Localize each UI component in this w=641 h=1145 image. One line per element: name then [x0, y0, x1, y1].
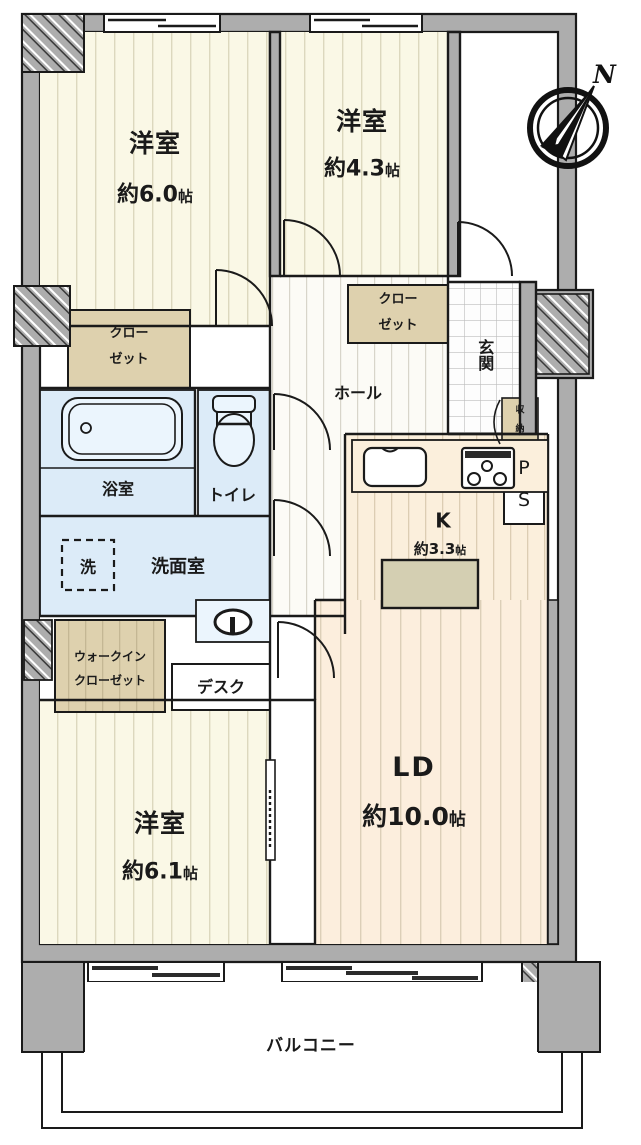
kitchen-sink-icon: [362, 446, 428, 488]
size-value: 約6.0: [117, 182, 178, 208]
closet-bedroom-nw: [67, 309, 191, 389]
door-living-dining: [277, 621, 335, 679]
windows-south: [87, 961, 483, 983]
compass-rose-icon: [527, 85, 609, 169]
label-balcony: バルコニー: [266, 1036, 356, 1057]
floor-bedroom-ne: [280, 32, 448, 276]
room-label-washroom: 洗面室: [151, 556, 205, 578]
label-walkin-closet-line1: ウォークイン: [73, 649, 147, 664]
room-label-bedroom-ne: 洋室: [335, 106, 389, 136]
room-label-living-dining: LD: [392, 751, 436, 783]
room-size-bedroom-nw: 約6.0帖: [117, 183, 193, 206]
room-label-bath: 浴室: [101, 479, 135, 499]
closet-hall: [347, 284, 449, 344]
label-desk: デスク: [196, 677, 246, 697]
floor-bedroom-nw: [40, 32, 270, 326]
door-bedroom-nw: [215, 269, 273, 327]
balcony-area: [21, 961, 601, 1129]
size-value: 約3.3: [413, 540, 456, 559]
room-size-bedroom-sw: 約6.1帖: [122, 860, 198, 883]
room-label-bedroom-sw: 洋室: [133, 808, 187, 838]
size-value: 約4.3: [324, 156, 385, 182]
compass-north-label: N: [593, 60, 616, 89]
room-label-toilet: トイレ: [207, 485, 257, 505]
room-label-bedroom-nw: 洋室: [128, 128, 182, 158]
bathtub-icon: [61, 397, 183, 461]
door-entrance-storage: [493, 399, 501, 445]
size-unit: 帖: [455, 544, 467, 558]
interior-walls: [40, 30, 550, 944]
size-unit: 帖: [177, 187, 193, 206]
door-toilet: [273, 499, 331, 557]
walk-in-closet: [54, 619, 166, 713]
label-entrance-storage-line1: 収: [515, 405, 525, 416]
size-value: 約10.0: [362, 801, 449, 831]
floor-bedroom-sw: [40, 700, 270, 944]
sliding-door-ld-bedroom: [265, 759, 276, 861]
room-label-hall: ホール: [333, 383, 383, 403]
door-entrance-hall: [457, 221, 513, 277]
gas-stove-icon: [460, 446, 516, 490]
size-unit: 帖: [448, 809, 466, 830]
label-entrance-storage-line2: 納: [515, 424, 525, 435]
size-unit: 帖: [384, 161, 400, 180]
door-bath: [273, 393, 331, 451]
label-closet-bedroom-nw-line1: クロー: [109, 326, 149, 342]
room-label-entrance: 玄関: [474, 339, 494, 371]
toilet-icon: [212, 395, 256, 467]
size-unit: 帖: [182, 864, 198, 883]
label-closet-bedroom-nw-line2: ゼット: [109, 352, 149, 368]
size-value: 約6.1: [122, 859, 183, 885]
room-label-kitchen: K: [435, 508, 451, 533]
label-closet-hall-line1: クロー: [378, 292, 418, 308]
label-closet-hall-line2: ゼット: [378, 318, 418, 334]
room-size-kitchen: 約3.3帖: [413, 540, 467, 559]
label-washing-machine: 洗: [79, 557, 97, 577]
washbasin-icon: [195, 599, 271, 643]
room-size-living-dining: 約10.0帖: [362, 801, 466, 831]
windows-north: [103, 13, 423, 33]
label-pipe-shaft-s: S: [517, 488, 531, 511]
floor-living-dining: [315, 600, 548, 944]
washing-machine-icon: [60, 538, 116, 592]
kitchen-counter-icon: [380, 558, 480, 610]
room-size-bedroom-ne: 約4.3帖: [324, 157, 400, 180]
label-walkin-closet-line2: クローゼット: [73, 673, 147, 688]
label-pipe-shaft-p: P: [518, 456, 530, 479]
entrance-text: 玄関: [475, 339, 495, 371]
door-bedroom-ne: [283, 219, 341, 277]
